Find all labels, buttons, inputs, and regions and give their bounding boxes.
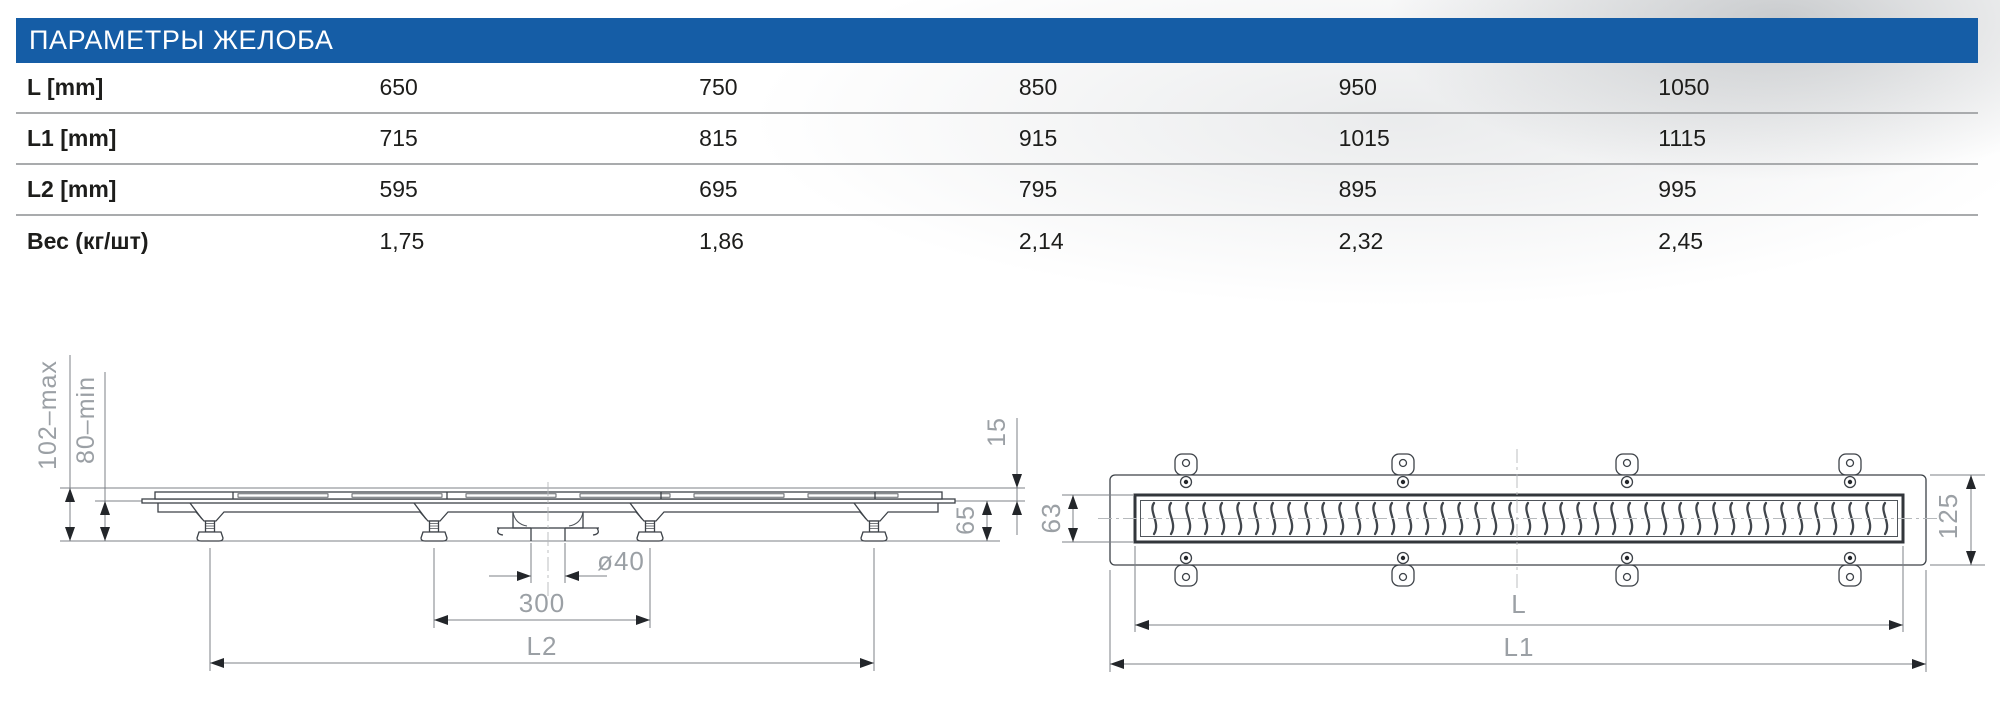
dim-label-grate-length: L: [1511, 589, 1526, 619]
table-header: ПАРАМЕТРЫ ЖЕЛОБА: [16, 18, 1978, 63]
table-cell: 1050: [1658, 74, 1710, 100]
table-cell: 795: [1018, 176, 1058, 202]
table-row: L2 [mm] 595 695 795 895 995: [16, 165, 1978, 216]
table-cell: 1115: [1658, 125, 1707, 151]
dim-label-feet-span: L2: [527, 631, 558, 661]
table-cell: 750: [699, 74, 738, 100]
table-cell: 1,75: [379, 228, 425, 254]
parameters-table: L [mm] 650 750 850 950 1050 L1 [mm] 715 …: [16, 63, 1978, 267]
table-cell: 1015: [1338, 125, 1390, 151]
dim-label-height-min: 80–min: [72, 376, 100, 464]
table-cell: 815: [699, 125, 738, 151]
dim-label-height-max: 102–max: [34, 360, 62, 470]
table-row: L1 [mm] 715 815 915 1015 1115: [16, 114, 1978, 165]
table-cell: 2,14: [1018, 228, 1064, 254]
table-cell: 2,45: [1658, 228, 1704, 254]
dim-outlet-diameter: ø40: [489, 543, 645, 583]
dim-label-grate-width: 63: [1036, 503, 1066, 534]
table-cell: 895: [1338, 176, 1377, 202]
adjustable-feet: [196, 520, 888, 542]
row-label: L2 [mm]: [27, 176, 117, 202]
page-title: ПАРАМЕТРЫ ЖЕЛОБА: [29, 25, 334, 55]
dim-outlet-spacing: 300: [433, 548, 651, 628]
dim-height-min: 80–min: [72, 372, 110, 541]
dim-grate-lip: 15: [983, 417, 1022, 535]
side-view-drawing: 102–max 80–min 15 65: [34, 355, 1025, 671]
dim-body-depth: 65: [952, 501, 992, 541]
table-cell: 1,86: [699, 228, 744, 254]
row-label: L1 [mm]: [27, 125, 117, 151]
dim-body-width: 125: [1930, 474, 1985, 566]
table-row: Вес (кг/шт) 1,75 1,86 2,14 2,32 2,45: [16, 216, 1978, 267]
dim-label-outlet-diameter: ø40: [597, 546, 645, 576]
dim-label-outlet-spacing: 300: [519, 588, 565, 618]
table-cell: 995: [1658, 176, 1697, 202]
dim-height-max: 102–max: [34, 355, 75, 541]
dim-feet-span: L2: [209, 548, 875, 671]
table-cell: 950: [1338, 74, 1377, 100]
dim-grate-width: 63: [1036, 494, 1133, 543]
table-cell: 650: [379, 74, 418, 100]
dim-overall-length: L1: [1109, 570, 1927, 672]
dim-label-body-depth: 65: [952, 505, 980, 535]
grate-slots-side: [232, 492, 899, 499]
top-view-drawing: 63 125 L: [1036, 449, 1985, 672]
table-cell: 850: [1018, 74, 1058, 100]
row-label: L [mm]: [27, 74, 104, 100]
dim-label-grate-lip: 15: [983, 417, 1011, 447]
table-cell: 915: [1018, 125, 1058, 151]
table-cell: 715: [379, 125, 418, 151]
table-row: L [mm] 650 750 850 950 1050: [16, 63, 1978, 114]
dim-grate-length: L: [1134, 546, 1904, 632]
table-cell: 595: [379, 176, 418, 202]
dim-label-overall-length: L1: [1504, 632, 1535, 662]
row-label: Вес (кг/шт): [27, 228, 149, 254]
drain-outlet: [497, 482, 599, 600]
screws: [1179, 475, 1857, 565]
mounting-tabs: [1174, 453, 1862, 587]
table-cell: 695: [699, 176, 738, 202]
table-cell: 2,32: [1338, 228, 1384, 254]
dim-label-body-width: 125: [1933, 493, 1963, 539]
